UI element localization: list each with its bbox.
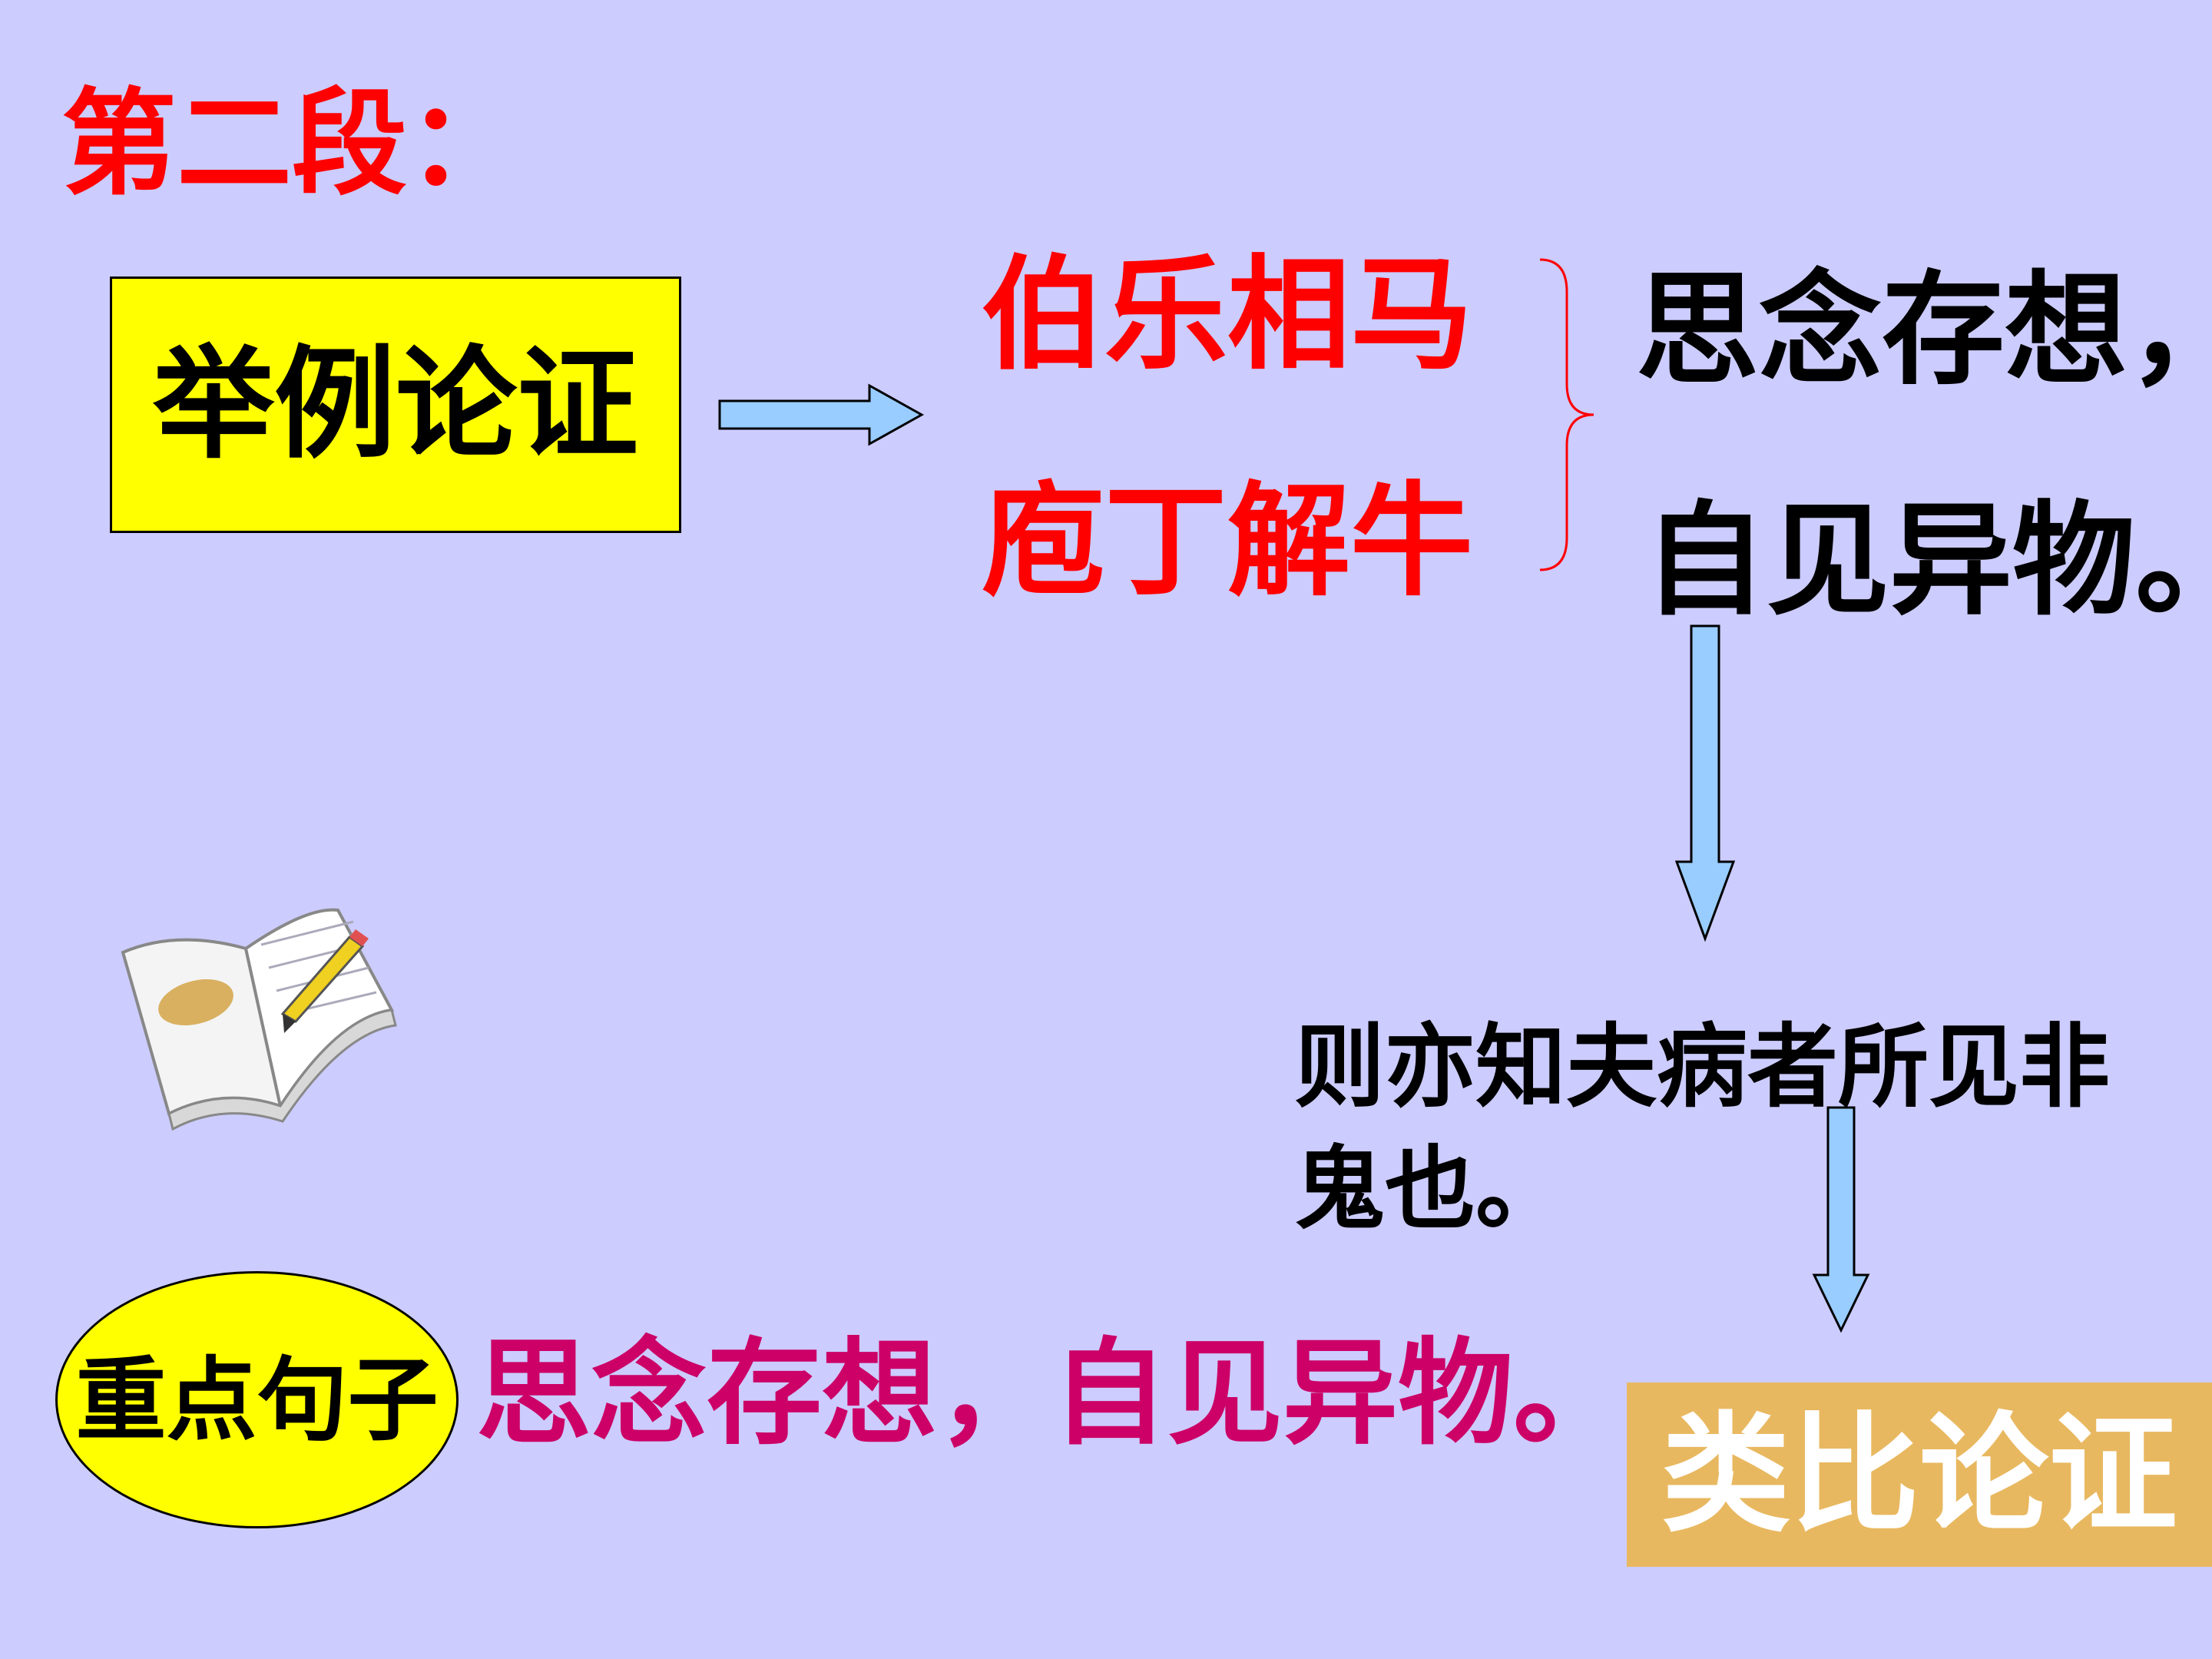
right-brace <box>1539 258 1594 571</box>
open-book-with-pencil-icon <box>121 908 397 1131</box>
down-arrow-1 <box>1674 624 1736 942</box>
analogy-argument-box: 类比论证 <box>1627 1382 2212 1567</box>
analogy-argument-label: 类比论证 <box>1661 1399 2177 1550</box>
method-box-label: 举例论证 <box>153 333 638 475</box>
key-sentence-oval: 重点句子 <box>55 1271 459 1528</box>
summary-sentence-line2: 自见异物。 <box>1644 488 2212 632</box>
conclusion-text: 则亦知夫病者所见非鬼也。 <box>1294 1014 2111 1243</box>
example-paoding-ox: 庖丁解牛 <box>982 469 1474 613</box>
method-box-example-argument: 举例论证 <box>110 276 681 533</box>
key-sentence-text: 思念存想，自见异物。 <box>476 1327 1629 1461</box>
key-sentence-label: 重点句子 <box>75 1346 439 1453</box>
down-arrow-2 <box>1812 1106 1870 1333</box>
example-bole-horse: 伯乐相马 <box>982 243 1474 386</box>
summary-sentence-line1: 思念存想， <box>1636 258 2212 402</box>
right-arrow <box>718 383 925 446</box>
page-title: 第二段： <box>61 76 523 211</box>
